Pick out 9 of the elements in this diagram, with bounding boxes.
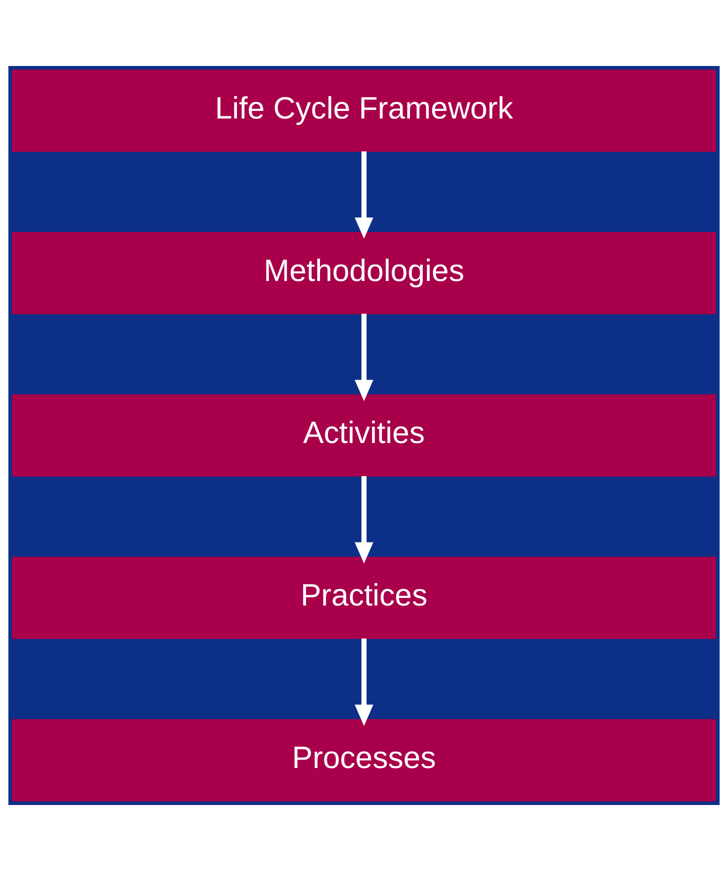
arrow [354,476,374,564]
node-box: Practices [12,556,716,639]
node-box: Life Cycle Framework [12,70,716,152]
node-box: Activities [12,394,716,477]
arrow [354,151,374,239]
node-box: Processes [12,719,716,802]
arrow [354,638,374,726]
node-box: Methodologies [12,232,716,314]
arrow [354,314,374,402]
